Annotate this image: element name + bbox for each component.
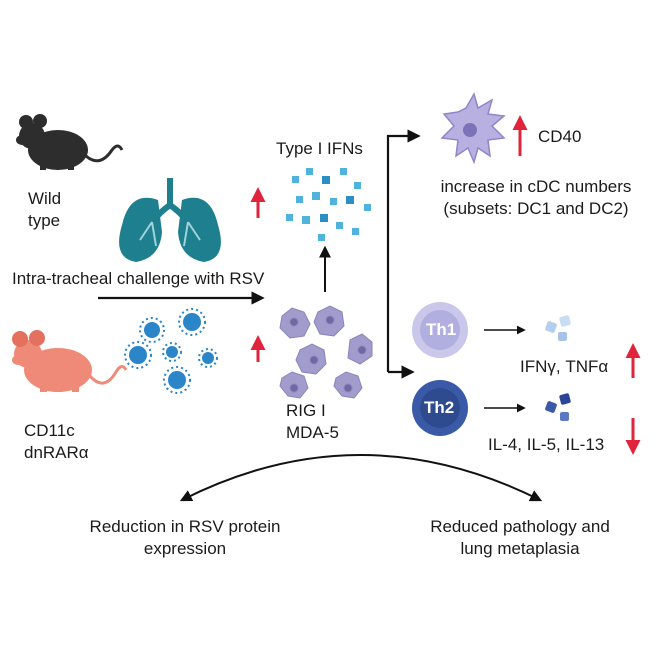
cdc-line2: (subsets: DC1 and DC2) <box>443 199 629 218</box>
rig1-label: RIG I <box>286 401 326 420</box>
cdc-label: increase in cDC numbers (subsets: DC1 an… <box>416 176 656 220</box>
outcome-arc <box>179 454 543 502</box>
th1-label: Th1 <box>426 320 457 339</box>
th2-cytokines-label: IL-4, IL-5, IL-13 <box>488 435 605 454</box>
mda5-label: MDA-5 <box>286 423 339 442</box>
cd11c-line2: dnRARα <box>24 443 89 462</box>
immune-cells <box>279 305 373 399</box>
outcome-left-line1: Reduction in RSV protein <box>89 517 281 536</box>
cdc-line1: increase in cDC numbers <box>440 177 632 196</box>
outcome-right-label: Reduced pathology and lung metaplasia <box>400 516 640 560</box>
outcome-left-line2: expression <box>143 539 227 558</box>
type1-ifns-label: Type I IFNs <box>276 139 363 158</box>
wild-type-mouse-icon <box>16 114 124 170</box>
outcome-right-line2: lung metaplasia <box>460 539 580 558</box>
wild-type-label: Wild type <box>28 188 61 232</box>
branch-line <box>386 129 421 372</box>
th1-nucleus <box>420 310 460 350</box>
cd11c-label: CD11c dnRARα <box>24 420 89 464</box>
virus-icon <box>124 341 152 369</box>
outcome-left-label: Reduction in RSV protein expression <box>60 516 310 560</box>
wild-type-line2: type <box>28 211 61 230</box>
th1-cytokines-label: IFNγ, TNFα <box>520 357 609 376</box>
ifn-molecules <box>286 168 371 241</box>
lung-icon <box>119 178 221 262</box>
rig-mda-label: RIG I MDA-5 <box>286 400 339 444</box>
virus-icon <box>198 348 218 368</box>
outcome-right-line1: Reduced pathology and <box>430 517 610 536</box>
virus-icon <box>162 342 182 362</box>
th2-nucleus <box>420 388 460 428</box>
virus-icon <box>163 366 191 394</box>
th2-cytokines-icon <box>545 393 571 421</box>
th1-cytokines-icon <box>545 315 571 341</box>
dendritic-cell-icon <box>440 92 506 165</box>
virus-icon <box>178 308 206 336</box>
cd11c-line1: CD11c <box>24 421 75 440</box>
wild-type-line1: Wild <box>28 189 62 208</box>
cd11c-mouse-icon <box>12 330 128 392</box>
virus-icon <box>139 317 165 343</box>
th2-label: Th2 <box>424 398 455 417</box>
cd40-label: CD40 <box>538 127 582 146</box>
virus-cluster <box>124 308 218 394</box>
challenge-label: Intra-tracheal challenge with RSV <box>12 269 265 288</box>
